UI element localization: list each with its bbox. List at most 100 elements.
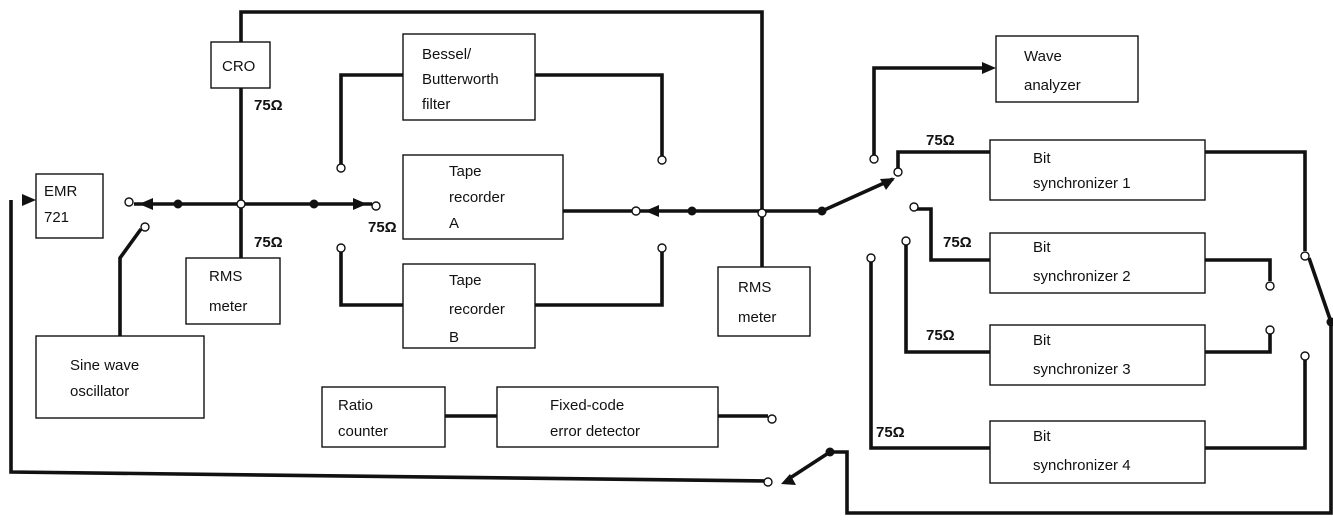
arrowheads — [22, 62, 996, 485]
arrow-from-tape-a — [645, 205, 659, 217]
tape-recorder-a-block: Tape recorder A — [402, 154, 564, 240]
block-label: synchronizer 3 — [1033, 361, 1131, 378]
return-switch-blade — [789, 450, 831, 480]
fixed-code-error-detector-block: Fixed-code error detector — [496, 386, 719, 448]
wave-analyzer-wire — [872, 66, 990, 155]
junction-dot — [173, 199, 183, 209]
terminal — [909, 202, 919, 212]
bit-sync-4-in-wire — [869, 260, 990, 450]
block-label: Bit — [1033, 150, 1051, 167]
tape-b-left-wire — [339, 252, 403, 307]
tape-b-right-wire — [535, 252, 664, 307]
block-label: EMR — [44, 183, 78, 200]
junction-dot — [309, 199, 319, 209]
tape-recorder-b-block: Tape recorder B — [402, 263, 536, 349]
impedance-labels: 75Ω 75Ω 75Ω 75Ω 75Ω 75Ω 75Ω — [254, 97, 972, 441]
output-switch-blade — [1307, 257, 1333, 323]
block-label: counter — [338, 423, 388, 440]
terminal — [1300, 251, 1310, 261]
block-label: Sine wave — [70, 357, 139, 374]
arrow-to-wave-analyzer — [982, 62, 996, 74]
block-label: Ratio — [338, 397, 373, 414]
block-label: oscillator — [70, 383, 129, 400]
bessel-butterworth-filter-block: Bessel/ Butterworth filter — [402, 33, 536, 121]
block-label: analyzer — [1024, 77, 1081, 94]
cro-block: CRO — [210, 41, 271, 89]
bit-sync-1-out-wire — [1205, 150, 1307, 251]
terminal — [140, 222, 150, 232]
bit-synchronizer-1-block: Bit synchronizer 1 — [989, 139, 1206, 201]
terminal — [657, 243, 667, 253]
terminal — [371, 201, 381, 211]
terminals — [124, 154, 1310, 487]
terminal — [866, 253, 876, 263]
block-label: Bessel/ — [422, 46, 472, 63]
block-label: A — [449, 215, 459, 232]
block-label: synchronizer 1 — [1033, 175, 1131, 192]
terminal — [236, 199, 246, 209]
bit-synchronizer-2-block: Bit synchronizer 2 — [989, 232, 1206, 294]
block-label: Tape — [449, 272, 482, 289]
output-switch-wire — [830, 322, 1333, 515]
bit-synchronizer-3-block: Bit synchronizer 3 — [989, 324, 1206, 386]
block-label: synchronizer 2 — [1033, 268, 1131, 285]
junction-dot — [817, 206, 827, 216]
junction-dot — [825, 447, 835, 457]
junction-dot — [1326, 317, 1333, 327]
block-label: CRO — [222, 58, 255, 75]
terminal — [336, 243, 346, 253]
sine-wave-oscillator-block: Sine wave oscillator — [35, 335, 205, 419]
return-loop-wire — [9, 200, 769, 483]
arrow-to-emr-output — [139, 198, 153, 210]
terminal — [901, 236, 911, 246]
arrow-to-bit-sync-1-switch — [880, 178, 895, 190]
arrow-to-return-switch — [781, 474, 796, 485]
block-label: meter — [738, 309, 776, 326]
block-label: meter — [209, 298, 247, 315]
ratio-counter-block: Ratio counter — [321, 386, 446, 448]
block-label: synchronizer 4 — [1033, 457, 1131, 474]
impedance-label: 75Ω — [926, 327, 955, 344]
block-label: Wave — [1024, 48, 1062, 65]
wiring — [9, 10, 1333, 515]
bit-sync-3-out-wire — [1205, 334, 1272, 354]
block-label: Bit — [1033, 332, 1051, 349]
emr-721-block: EMR 721 — [35, 173, 104, 239]
block-label: 721 — [44, 209, 69, 226]
bit-sync-3-in-wire — [904, 243, 990, 354]
terminal — [763, 477, 773, 487]
top-loop-wire — [239, 10, 764, 212]
bit-sync-1-in-wire — [896, 150, 990, 168]
impedance-label: 75Ω — [926, 132, 955, 149]
block-label: B — [449, 329, 459, 346]
rms-meter-left-block: RMS meter — [185, 257, 281, 325]
terminal — [869, 154, 879, 164]
arrow-to-emr-input — [22, 194, 36, 206]
terminal — [1265, 281, 1275, 291]
filter-right-wire — [535, 73, 664, 156]
junctions — [173, 199, 1333, 457]
terminal — [1265, 325, 1275, 335]
terminal — [631, 206, 641, 216]
switch-blade-right — [821, 177, 894, 213]
impedance-label: 75Ω — [368, 219, 397, 236]
block-label: Bit — [1033, 428, 1051, 445]
terminal — [757, 208, 767, 218]
bit-sync-4-out-wire — [1205, 358, 1307, 450]
block-label: Butterworth — [422, 71, 499, 88]
rms-meter-right-block: RMS meter — [717, 266, 811, 337]
terminal — [657, 155, 667, 165]
wave-analyzer-block: Wave analyzer — [995, 35, 1139, 103]
terminal — [893, 167, 903, 177]
block-label: error detector — [550, 423, 640, 440]
terminal — [767, 414, 777, 424]
block-label: Tape — [449, 163, 482, 180]
bit-sync-2-in-wire — [914, 207, 990, 262]
block-label: RMS — [738, 279, 771, 296]
filter-left-wire — [339, 73, 403, 164]
impedance-label: 75Ω — [943, 234, 972, 251]
arrow-to-tape-a — [353, 198, 367, 210]
block-label: recorder — [449, 301, 505, 318]
junction-dot — [687, 206, 697, 216]
